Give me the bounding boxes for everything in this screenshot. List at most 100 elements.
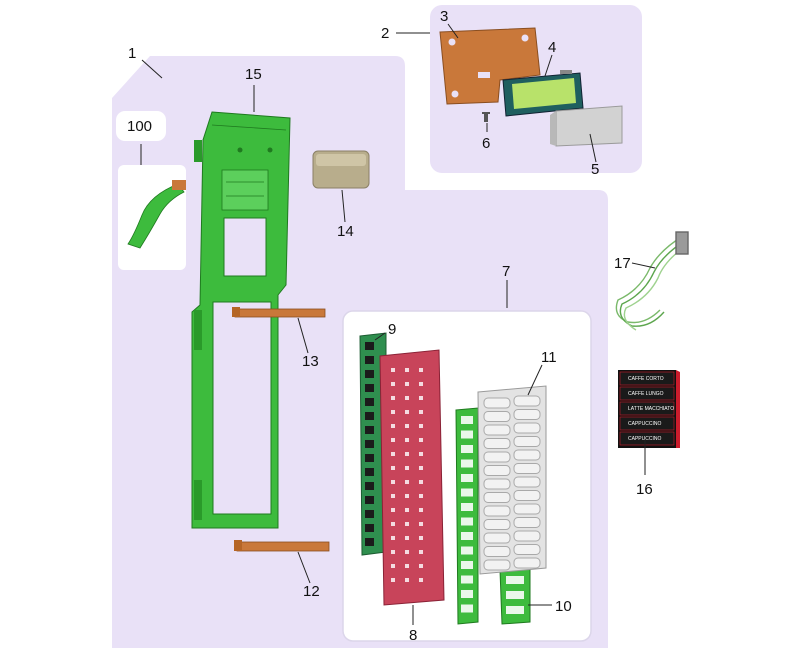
red-plate-hole: [419, 410, 423, 414]
key-frame-slot: [461, 459, 473, 468]
red-plate-hole: [419, 480, 423, 484]
red-plate-hole: [419, 368, 423, 372]
grey-button-key: [513, 463, 541, 474]
grey-button-key: [483, 519, 511, 530]
grey-button-key: [513, 395, 541, 407]
red-plate-hole: [391, 480, 395, 484]
key-frame-slot: [461, 488, 473, 497]
red-plate-hole: [391, 466, 395, 470]
red-plate-hole: [419, 522, 423, 526]
callout-3: 3: [440, 8, 448, 25]
callout-8: 8: [409, 627, 417, 644]
callout-7: 7: [502, 263, 510, 280]
key-frame-slot: [506, 606, 524, 614]
callout-4: 4: [548, 39, 556, 56]
red-plate-hole: [391, 368, 395, 372]
pcb-key-switch: [365, 412, 374, 420]
red-plate-hole: [405, 466, 409, 470]
sticker-button-row: [619, 386, 675, 401]
grey-button-key: [513, 517, 541, 528]
red-plate-hole: [405, 508, 409, 512]
pcb-key-switch: [365, 496, 374, 504]
red-plate-hole: [391, 410, 395, 414]
red-plate-hole: [419, 536, 423, 540]
sticker-button-row: [619, 401, 675, 416]
callout-100: 100: [127, 118, 152, 135]
sticker-button-label: CAFFE CORTO: [628, 376, 664, 382]
red-plate-hole: [405, 396, 409, 400]
red-plate-hole: [419, 494, 423, 498]
sticker-button-row: [619, 431, 675, 446]
callout-14: 14: [337, 223, 354, 240]
red-plate-hole: [419, 578, 423, 582]
orange-bracket-part-12: [234, 540, 330, 552]
grey-button-key: [513, 530, 541, 542]
callout-17: 17: [614, 255, 631, 272]
red-plate-hole: [419, 508, 423, 512]
red-plate-hole: [405, 550, 409, 554]
red-plate-hole: [391, 382, 395, 386]
callout-2: 2: [381, 25, 389, 42]
pcb-key-switch: [365, 342, 374, 350]
key-frame-slot: [461, 503, 473, 511]
key-frame-slot: [461, 575, 473, 584]
grey-button-key: [483, 546, 511, 557]
key-frame-slot: [461, 445, 473, 453]
red-plate-hole: [391, 452, 395, 456]
red-plate-hole: [405, 494, 409, 498]
pcb-key-switch: [365, 370, 374, 378]
screw-part-6: [482, 112, 490, 122]
key-frame-slot: [461, 561, 473, 569]
red-plate-hole: [391, 396, 395, 400]
callout-9: 9: [388, 321, 396, 338]
red-plate-hole: [405, 452, 409, 456]
green-key-frame-part-10: [455, 407, 531, 625]
pcb-key-switch: [365, 454, 374, 462]
beige-block-part-14: [312, 150, 370, 189]
grey-button-key: [513, 490, 541, 501]
callout-5: 5: [591, 161, 599, 178]
red-plate-hole: [419, 424, 423, 428]
orange-bracket-part-13: [232, 307, 326, 318]
sticker-button-row: [619, 416, 675, 431]
grey-button-key: [483, 411, 511, 422]
red-plate-hole: [391, 522, 395, 526]
callout-16: 16: [636, 481, 653, 498]
grey-button-key: [513, 436, 541, 447]
red-plate-hole: [405, 410, 409, 414]
key-frame-slot: [461, 590, 473, 598]
red-plate-hole: [419, 466, 423, 470]
grey-button-key: [483, 465, 511, 476]
red-plate-hole: [391, 564, 395, 568]
callout-12: 12: [303, 583, 320, 600]
circuit-board-part-9: [359, 332, 387, 556]
red-plate-hole: [405, 382, 409, 386]
pcb-key-switch: [365, 398, 374, 406]
green-chassis-frame: [191, 111, 291, 529]
grey-button-key: [483, 559, 511, 571]
red-plate-hole: [391, 578, 395, 582]
red-plate-hole: [405, 536, 409, 540]
red-plate-part-8: [379, 349, 445, 606]
red-plate-hole: [405, 368, 409, 372]
red-plate-hole: [405, 564, 409, 568]
key-frame-slot: [461, 604, 473, 613]
key-frame-slot: [461, 546, 473, 555]
key-frame-slot: [506, 576, 524, 584]
key-frame-slot: [461, 416, 473, 424]
key-frame-slot: [461, 430, 473, 439]
red-plate-hole: [391, 536, 395, 540]
sticker-button-label: CAPPUCCINO: [628, 421, 661, 427]
red-plate-hole: [405, 522, 409, 526]
red-plate-hole: [391, 550, 395, 554]
key-frame-slot: [461, 517, 473, 526]
red-plate-hole: [391, 494, 395, 498]
callout-11: 11: [541, 349, 557, 366]
lcd-display-part-4: [502, 70, 584, 117]
red-plate-hole: [419, 564, 423, 568]
grey-button-key: [513, 476, 541, 488]
sticker-button-label: CAFFE LUNGO: [628, 391, 664, 397]
grey-button-key: [513, 449, 541, 461]
grey-button-key: [483, 505, 511, 517]
